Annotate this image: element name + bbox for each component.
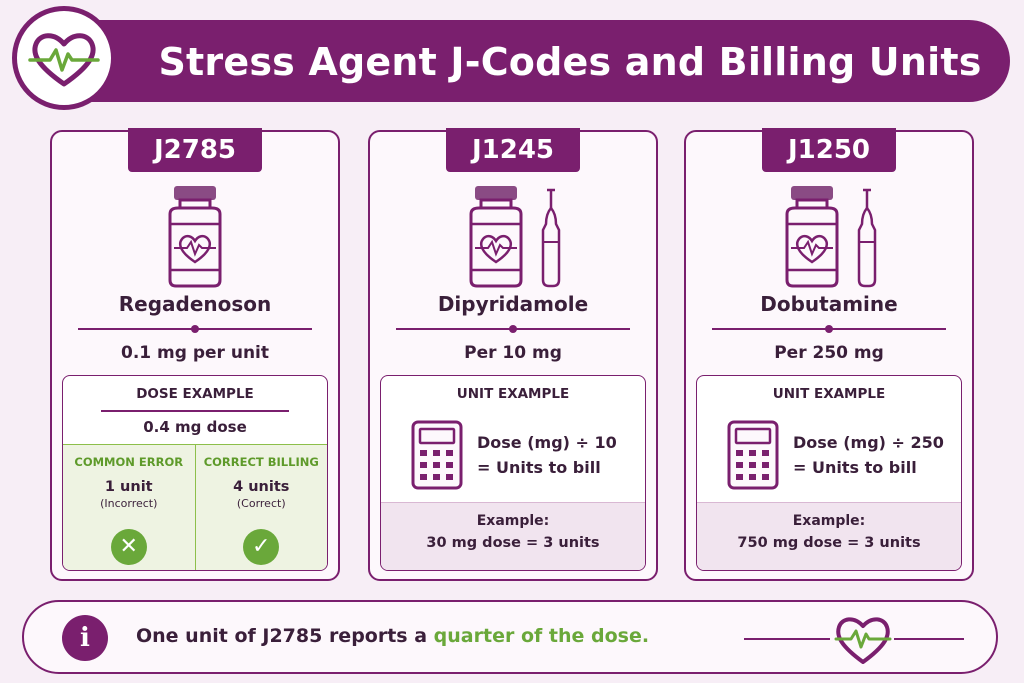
common-error-panel: COMMON ERROR 1 unit (Incorrect) ✕ <box>63 445 195 570</box>
divider <box>78 325 312 333</box>
footer-text-highlight: quarter of the dose. <box>433 625 650 647</box>
ampoule-icon <box>857 188 877 288</box>
divider <box>744 638 830 640</box>
card-j2785: J2785 Regadenoson 0.1 mg per unit DOSE E… <box>50 128 340 581</box>
example-text: 750 mg dose = 3 units <box>737 535 921 551</box>
billing-rate: 0.1 mg per unit <box>121 343 269 363</box>
card-j1245: J1245 Dipyridamole Per 10 mg UNIT EXAMPL… <box>368 128 658 581</box>
unit-example-box: UNIT EXAMPLE Dose (mg) ÷ 250 = Units to … <box>696 375 962 571</box>
dose-text: 0.4 mg dose <box>143 418 247 436</box>
footer-text: One unit of J2785 reports a quarter of t… <box>136 625 649 647</box>
divider <box>894 638 964 640</box>
vial-heart-icon <box>168 186 222 288</box>
card-j1250: J1250 Dobutamine Per 250 mg UNIT EXAMPLE <box>684 128 974 581</box>
common-error-label: COMMON ERROR <box>74 455 184 469</box>
code-tab: J2785 <box>128 128 262 172</box>
check-icon: ✓ <box>243 529 280 565</box>
code-tab: J1245 <box>446 128 580 172</box>
billing-rate: Per 250 mg <box>774 343 884 363</box>
billing-rate: Per 10 mg <box>464 343 562 363</box>
vial-heart-icon <box>785 186 839 288</box>
error-note: (Incorrect) <box>100 497 158 510</box>
footer-text-main: One unit of J2785 reports a <box>136 625 434 647</box>
unit-formula: Dose (mg) ÷ 10 = Units to bill <box>477 430 617 480</box>
dose-example-box: DOSE EXAMPLE 0.4 mg dose COMMON ERROR 1 … <box>62 375 328 571</box>
formula-line-2: = Units to bill <box>477 458 601 477</box>
error-value: 1 unit <box>104 479 153 495</box>
page-title: Stress Agent J-Codes and Billing Units <box>158 40 982 84</box>
divider <box>712 325 946 333</box>
example-text: 30 mg dose = 3 units <box>426 535 600 551</box>
calculator-icon <box>411 420 463 490</box>
formula-line-1: Dose (mg) ÷ 10 <box>477 433 617 452</box>
worked-example: Example: 750 mg dose = 3 units <box>697 502 961 570</box>
example-heading: UNIT EXAMPLE <box>456 386 570 402</box>
unit-formula: Dose (mg) ÷ 250 = Units to bill <box>793 430 944 480</box>
unit-example-box: UNIT EXAMPLE Dose (mg) ÷ 10 = Units to b… <box>380 375 646 571</box>
worked-example: Example: 30 mg dose = 3 units <box>381 502 645 570</box>
example-heading: UNIT EXAMPLE <box>772 386 886 402</box>
correct-value: 4 units <box>233 479 290 495</box>
x-icon: ✕ <box>110 529 147 565</box>
ampoule-icon <box>541 188 561 288</box>
info-icon: i <box>62 615 108 661</box>
example-label: Example: <box>792 513 866 529</box>
divider <box>396 325 630 333</box>
drug-name: Regadenoson <box>118 292 272 316</box>
correct-billing-label: CORRECT BILLING <box>203 455 319 469</box>
correct-billing-panel: CORRECT BILLING 4 units (Correct) ✓ <box>194 445 327 570</box>
code-tab: J1250 <box>762 128 896 172</box>
correct-note: (Correct) <box>236 497 286 510</box>
vial-heart-icon <box>469 186 523 288</box>
calculator-icon <box>727 420 779 490</box>
drug-name: Dobutamine <box>760 292 898 316</box>
example-label: Example: <box>476 513 550 529</box>
example-heading: DOSE EXAMPLE <box>136 386 254 402</box>
drug-name: Dipyridamole <box>437 292 589 316</box>
heart-pulse-icon <box>12 6 116 110</box>
divider <box>101 410 289 412</box>
header-banner <box>50 20 1010 102</box>
formula-line-2: = Units to bill <box>793 458 917 477</box>
heart-pulse-icon <box>834 617 892 664</box>
formula-line-1: Dose (mg) ÷ 250 <box>793 433 944 452</box>
footer-note: i One unit of J2785 reports a quarter of… <box>22 600 998 674</box>
